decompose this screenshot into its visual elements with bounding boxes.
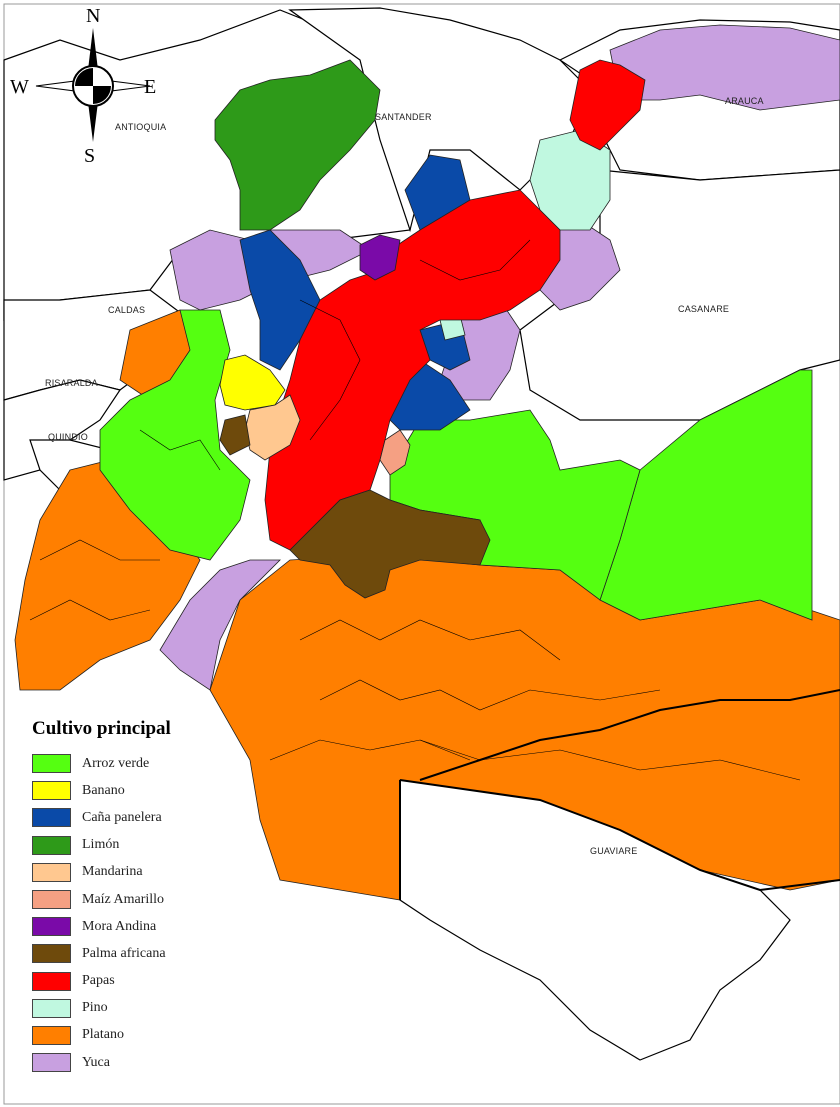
internal-boundaries <box>29 239 801 781</box>
label-arauca: ARAUCA <box>725 96 764 106</box>
compass-north-label: N <box>86 5 100 27</box>
legend-swatch <box>32 1025 71 1045</box>
legend-label: Platano <box>82 1027 124 1043</box>
legend-item: Mandarina <box>22 859 192 886</box>
legend-item: Caña panelera <box>22 804 192 831</box>
region-pino <box>439 129 611 341</box>
legend-label: Maíz Amarillo <box>82 891 165 907</box>
legend-label: Yuca <box>82 1054 110 1070</box>
legend-label: Palma africana <box>82 945 166 961</box>
legend-item: Palma africana <box>22 940 192 967</box>
region-palma-africana <box>219 414 491 599</box>
legend-swatch <box>32 835 71 855</box>
label-guaviare: GUAVIARE <box>590 846 637 856</box>
compass-rose: N S W E <box>10 5 156 167</box>
legend-label: Mora Andina <box>82 918 157 934</box>
legend-item: Arroz verde <box>22 750 192 777</box>
compass-arrow-north <box>88 28 98 70</box>
legend-label: Caña panelera <box>82 809 162 825</box>
legend-title: Cultivo principal <box>32 718 171 739</box>
label-risaralda: RISARALDA <box>45 378 98 388</box>
legend-swatch <box>32 971 71 991</box>
region-limon <box>214 59 381 231</box>
legend-label: Limón <box>82 837 120 853</box>
legend-swatch <box>32 944 71 964</box>
legend-swatch <box>32 862 71 882</box>
region-mora-andina <box>359 234 401 281</box>
legend-item: Pino <box>22 995 192 1022</box>
legend-swatch <box>32 917 71 937</box>
legend-item: Platano <box>22 1022 192 1049</box>
compass-west-label: W <box>10 76 29 98</box>
region-arroz-verde <box>99 309 813 621</box>
legend-label: Arroz verde <box>82 755 150 771</box>
label-quindio: QUINDIO <box>48 432 88 442</box>
legend-swatch <box>32 808 71 828</box>
legend-item: Yuca <box>22 1049 192 1076</box>
label-casanare: CASANARE <box>678 304 729 314</box>
legend: Cultivo principal Arroz verde Banano Cañ… <box>22 718 192 1076</box>
compass-east-label: E <box>144 76 156 98</box>
legend-item: Banano <box>22 777 192 804</box>
legend-item: Papas <box>22 968 192 995</box>
legend-item: Limón <box>22 832 192 859</box>
legend-label: Pino <box>82 1000 108 1016</box>
compass-arrow-south <box>88 102 98 142</box>
label-antioquia: ANTIOQUIA <box>115 122 166 132</box>
legend-item: Mora Andina <box>22 913 192 940</box>
legend-swatch <box>32 781 71 801</box>
region-platano <box>14 309 840 901</box>
department-divides <box>399 689 840 900</box>
legend-swatch <box>32 1053 71 1073</box>
label-caldas: CALDAS <box>108 305 145 315</box>
label-santander: SANTANDER <box>375 112 432 122</box>
legend-swatch <box>32 890 71 910</box>
compass-center-quadrants <box>75 68 111 104</box>
legend-label: Mandarina <box>82 864 143 880</box>
legend-swatch <box>32 754 71 774</box>
compass-south-label: S <box>84 145 95 167</box>
legend-label: Papas <box>82 973 115 989</box>
region-maiz-amarillo <box>379 429 411 476</box>
legend-item: Maíz Amarillo <box>22 886 192 913</box>
legend-swatch <box>32 998 71 1018</box>
legend-label: Banano <box>82 782 125 798</box>
